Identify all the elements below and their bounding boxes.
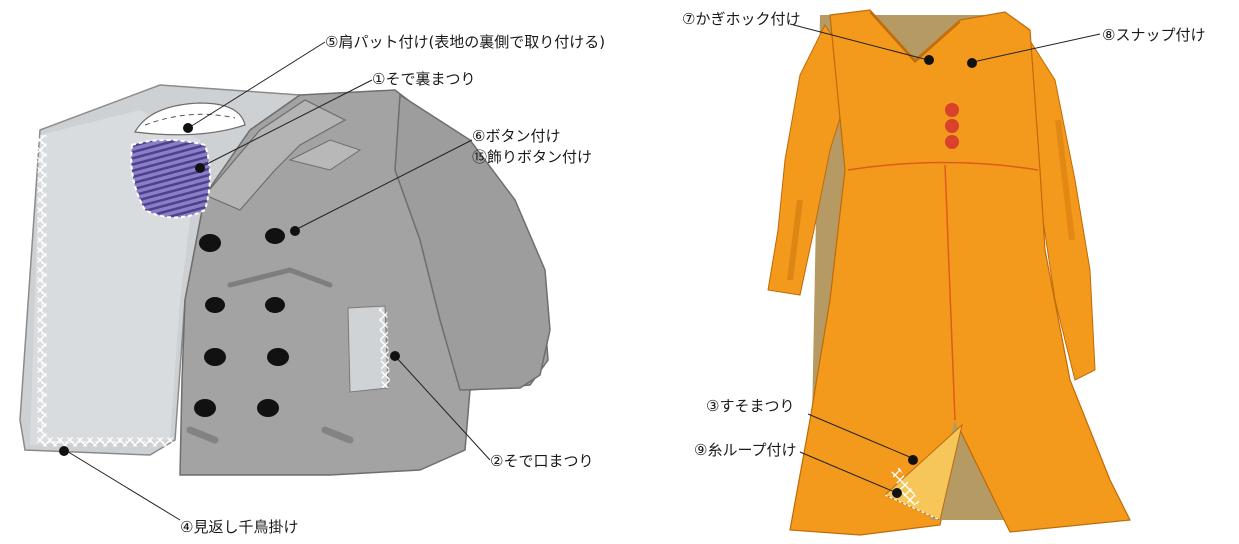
hem-dot (908, 455, 918, 465)
sleeve-lining-striped (130, 139, 211, 219)
dress-buttons (945, 103, 959, 149)
label-facing-herringbone: ④見返し千鳥掛け (180, 518, 299, 536)
loop-dot (892, 488, 902, 498)
label-sleeve-lining-hem: ①そで裏まつり (372, 70, 476, 88)
dress-button (945, 119, 959, 133)
shoulder-pad (134, 102, 246, 136)
jacket-button (257, 399, 279, 417)
label-button-attach: ⑥ボタン付け (472, 127, 561, 145)
leader-lines (64, 23, 1101, 521)
jacket-cuff-lining (347, 305, 389, 393)
hook-dot (924, 55, 934, 65)
cuff-dot (390, 351, 400, 361)
jacket-button (194, 399, 216, 417)
jacket-button (204, 348, 226, 366)
sleeve-lining-dot (195, 163, 205, 173)
label-decorative-button: ⑮飾りボタン付け (472, 148, 593, 166)
jacket-button (205, 297, 225, 313)
jacket-lapel (204, 99, 347, 211)
label-hook-eye: ⑦かぎホック付け (682, 10, 801, 28)
leader-dots (59, 55, 977, 498)
jacket-button (267, 348, 289, 366)
jacket-button (199, 234, 221, 252)
dress-button (945, 135, 959, 149)
dress-body (789, 9, 1131, 536)
label-shoulder-pad: ⑤肩パット付け(表地の裏側で取り付ける) (325, 33, 606, 51)
button-dot (290, 226, 300, 236)
label-snap: ⑧スナップ付け (1102, 26, 1206, 44)
jacket-sleeve (394, 93, 551, 391)
jacket-buttons (194, 228, 289, 417)
jacket-button (265, 228, 285, 244)
jacket-button (265, 297, 285, 313)
dress-illustration (767, 9, 1131, 536)
snap-dot (967, 58, 977, 68)
label-sleeve-cuff-hem: ②そで口まつり (490, 452, 594, 470)
facing-dot (59, 446, 69, 456)
dress-button (945, 103, 959, 117)
shoulder-pad-dot (183, 123, 193, 133)
jacket-illustration (19, 84, 551, 476)
label-hem: ③すそまつり (706, 397, 795, 415)
label-thread-loop: ⑨糸ループ付け (694, 441, 797, 459)
